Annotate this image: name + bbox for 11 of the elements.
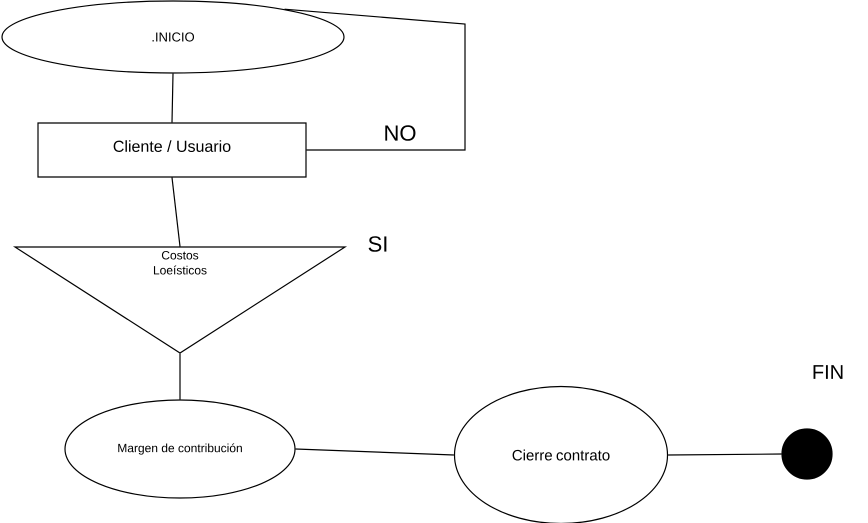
connector-line xyxy=(171,178,181,246)
connector-line xyxy=(171,74,174,122)
connector-line xyxy=(284,8,466,151)
end-dot xyxy=(781,428,833,480)
edge-label: NO xyxy=(385,125,416,141)
end-label: FIN xyxy=(814,365,842,379)
branch-label: SI xyxy=(368,236,386,252)
process-box: Cliente / Usuario xyxy=(37,122,307,178)
connector-line xyxy=(179,354,181,400)
connector-line xyxy=(668,453,782,456)
connector-line xyxy=(296,448,454,456)
